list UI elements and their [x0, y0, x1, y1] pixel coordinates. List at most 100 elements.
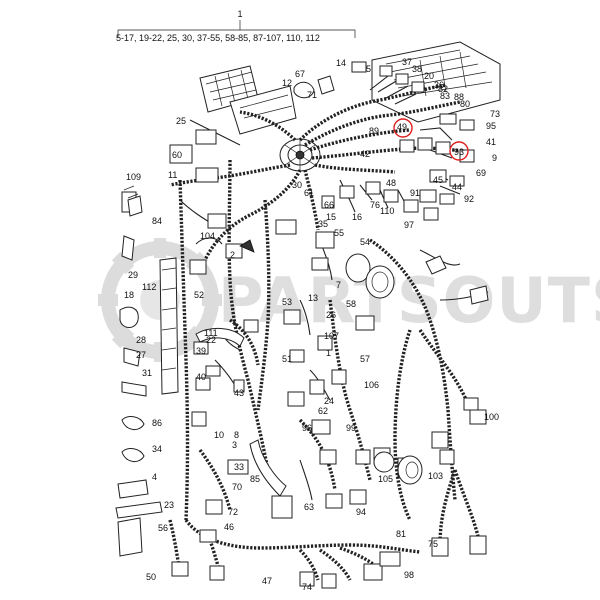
- callout-111: 111: [204, 328, 218, 338]
- callout-10: 10: [214, 430, 224, 440]
- callout-100: 100: [484, 412, 499, 422]
- callout-80: 80: [460, 99, 470, 109]
- callout-37: 37: [402, 57, 412, 67]
- callout-106: 106: [364, 380, 379, 390]
- callout-84: 84: [152, 216, 162, 226]
- callout-11: 11: [168, 170, 177, 180]
- callout-9: 9: [492, 153, 497, 163]
- callout-25: 25: [176, 116, 186, 126]
- callout-31: 31: [142, 368, 152, 378]
- callout-109: 109: [126, 172, 141, 182]
- watermark-text: PARTSOUTS: [218, 264, 600, 337]
- callout-110: 110: [380, 206, 394, 216]
- callout-5: 5: [366, 64, 371, 74]
- callout-2: 2: [230, 250, 235, 260]
- callout-66: 66: [324, 200, 334, 210]
- callout-76: 76: [370, 200, 380, 210]
- callout-93: 93: [454, 147, 464, 157]
- callout-75: 75: [428, 539, 438, 549]
- callout-35: 35: [318, 219, 328, 229]
- callout-40: 40: [196, 372, 206, 382]
- right-side-parts: [293, 75, 489, 305]
- callout-34: 34: [152, 444, 162, 454]
- callout-46: 46: [224, 522, 234, 532]
- callout-39: 39: [196, 346, 206, 356]
- round-connectors: [295, 150, 423, 485]
- callout-56: 56: [158, 523, 168, 533]
- callout-50: 50: [146, 572, 156, 582]
- callout-104: 104: [200, 231, 215, 241]
- callout-67: 67: [295, 69, 305, 79]
- callout-92: 92: [464, 194, 474, 204]
- callout-73: 73: [490, 109, 500, 119]
- callout-26: 26: [326, 310, 336, 320]
- callout-51: 51: [282, 354, 292, 364]
- callout-47: 47: [262, 576, 272, 586]
- callout-60: 60: [172, 150, 182, 160]
- callout-98: 98: [404, 570, 414, 580]
- callout-15: 15: [326, 212, 336, 222]
- callout-27: 27: [136, 350, 146, 360]
- callout-57: 57: [360, 354, 370, 364]
- callout-48: 48: [386, 178, 396, 188]
- callout-24: 24: [324, 396, 334, 406]
- callout-112: 112: [142, 282, 156, 292]
- callout-96: 96: [302, 423, 312, 433]
- callout-36: 36: [434, 80, 444, 90]
- callout-14: 14: [336, 58, 346, 68]
- callout-4: 4: [152, 472, 157, 482]
- callout-82: 82: [438, 84, 448, 94]
- callout-99: 99: [346, 423, 356, 433]
- callout-12: 12: [282, 78, 292, 88]
- callout-83: 83: [440, 91, 450, 101]
- callout-107: 107: [324, 331, 339, 341]
- callout-44: 44: [452, 182, 462, 192]
- header-bracket: [117, 20, 356, 38]
- callout-8: 8: [234, 430, 239, 440]
- callout-23: 23: [164, 500, 174, 510]
- highlight-ring-93: [449, 141, 469, 161]
- callout-105: 105: [378, 474, 393, 484]
- callout-52: 52: [194, 290, 204, 300]
- callout-43: 43: [234, 388, 244, 398]
- callout-1: 1: [326, 348, 331, 358]
- callout-81: 81: [396, 529, 406, 539]
- left-parts: [115, 185, 287, 557]
- callout-54: 54: [360, 237, 370, 247]
- callout-41: 41: [486, 137, 496, 147]
- callout-29: 29: [128, 270, 138, 280]
- callout-30: 30: [292, 180, 302, 190]
- callout-85: 85: [250, 474, 260, 484]
- callout-13: 13: [308, 293, 318, 303]
- part-range-text: 5-17, 19-22, 25, 30, 37-55, 58-85, 87-10…: [116, 33, 320, 43]
- callout-69: 69: [476, 168, 486, 178]
- callout-91: 91: [410, 188, 420, 198]
- callout-86: 86: [152, 418, 162, 428]
- main-callout: 1: [237, 9, 242, 19]
- callout-18: 18: [124, 290, 134, 300]
- callout-33: 33: [234, 462, 244, 472]
- callout-58: 58: [346, 299, 356, 309]
- callout-7: 7: [336, 280, 341, 290]
- callout-95: 95: [486, 121, 496, 131]
- callout-74: 74: [302, 582, 312, 592]
- callout-94: 94: [356, 507, 366, 517]
- relay-module-left: [199, 65, 297, 135]
- callout-45: 45: [433, 175, 443, 185]
- callout-89: 89: [369, 126, 379, 136]
- callout-20: 20: [424, 71, 434, 81]
- callout-3: 3: [232, 440, 237, 450]
- callout-63: 63: [304, 502, 314, 512]
- callout-70: 70: [232, 482, 242, 492]
- callout-22: 22: [206, 335, 216, 345]
- highlight-ring-49: [393, 118, 413, 138]
- callout-49: 49: [397, 122, 407, 132]
- callout-97: 97: [404, 220, 414, 230]
- callout-71: 71: [307, 90, 317, 100]
- callout-62: 62: [318, 406, 328, 416]
- callout-103: 103: [428, 471, 443, 481]
- callout-88: 88: [454, 92, 464, 102]
